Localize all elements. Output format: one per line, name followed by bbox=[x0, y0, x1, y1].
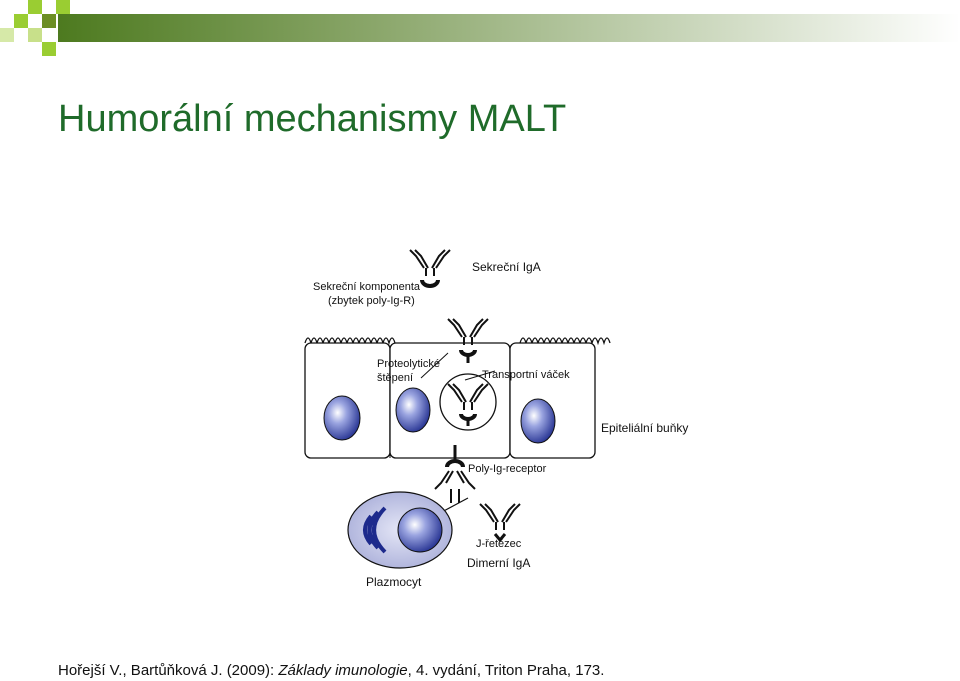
pointer-line bbox=[464, 370, 496, 381]
label-epithelial-cells: Epiteliální buňky bbox=[601, 421, 688, 435]
citation: Hořejší V., Bartůňková J. (2009): Základ… bbox=[58, 662, 604, 679]
epithelial-layer bbox=[304, 337, 611, 459]
transport-vesicle bbox=[439, 373, 497, 431]
vesicle-antibody bbox=[447, 383, 489, 426]
label-dimeric-iga: Dimerní IgA bbox=[467, 556, 530, 570]
label-secretory-component: Sekreční komponenta bbox=[313, 281, 421, 293]
secretory-iga-molecule bbox=[409, 249, 451, 288]
label-proteolytic-sub: štěpení bbox=[377, 372, 413, 384]
dimeric-iga-molecule bbox=[479, 503, 521, 543]
label-plasma-cell: Plazmocyt bbox=[366, 575, 422, 589]
plasma-cell-nucleus bbox=[397, 507, 443, 553]
cell-nucleus bbox=[395, 387, 431, 433]
malt-diagram: Sekreční komponenta (zbytek poly-Ig-R) S… bbox=[304, 249, 688, 589]
cell-nucleus bbox=[520, 398, 556, 444]
label-transport-vesicle: Transportní váček bbox=[482, 369, 570, 381]
pointer-line bbox=[420, 352, 449, 379]
header-square bbox=[0, 28, 14, 42]
citation-authors: Hořejší V., Bartůňková J. (2009): bbox=[58, 662, 279, 679]
header-square bbox=[42, 14, 56, 28]
header-square bbox=[14, 14, 28, 28]
plasma-cell bbox=[347, 491, 453, 569]
epithelial-cell bbox=[509, 342, 596, 459]
header-square bbox=[28, 0, 42, 14]
header-square bbox=[42, 42, 56, 56]
label-secretory-component-sub: (zbytek poly-Ig-R) bbox=[328, 295, 415, 307]
microvilli bbox=[519, 337, 611, 346]
label-secretory-iga: Sekreční IgA bbox=[472, 260, 541, 274]
citation-book-title: Základy imunologie bbox=[278, 662, 408, 679]
label-j-chain: J-řetězec bbox=[476, 538, 522, 550]
label-proteolytic: Proteolytické bbox=[377, 358, 440, 370]
header-decoration bbox=[0, 0, 960, 56]
header-square bbox=[56, 0, 70, 14]
microvilli bbox=[304, 337, 396, 346]
header-square bbox=[28, 28, 42, 42]
header-gradient-bar bbox=[58, 14, 960, 42]
cell-nucleus bbox=[323, 395, 361, 441]
slide-title: Humorální mechanismy MALT bbox=[58, 98, 567, 140]
citation-publisher: , 4. vydání, Triton Praha, 173. bbox=[407, 662, 605, 679]
label-poly-ig-receptor: Poly-Ig-receptor bbox=[468, 463, 547, 475]
poly-ig-receptor-molecule bbox=[434, 445, 476, 503]
vesicle-antibody-top bbox=[447, 318, 489, 363]
